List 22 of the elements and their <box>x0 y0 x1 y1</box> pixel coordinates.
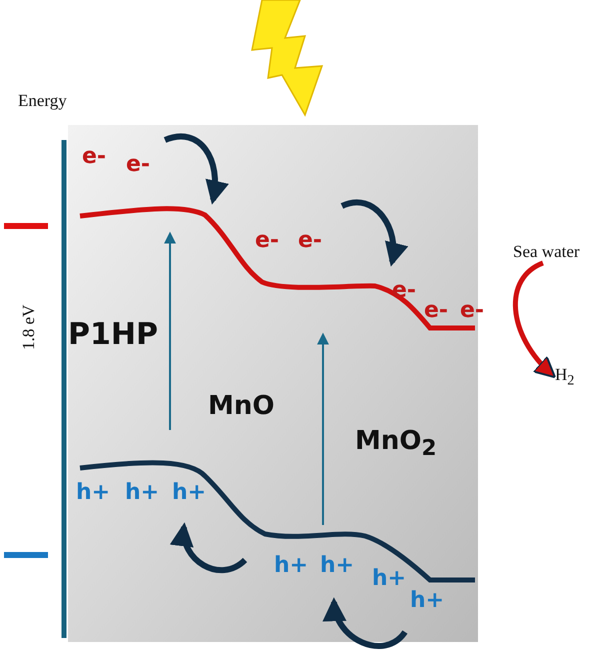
charge-label: h+ <box>172 482 206 504</box>
charge-label: h+ <box>76 482 110 504</box>
charge-label: h+ <box>410 590 444 612</box>
curved-arrow <box>513 260 556 378</box>
charge-label: h+ <box>125 482 160 504</box>
charge-label: h+ <box>372 568 406 590</box>
charge-label: e- <box>424 300 448 322</box>
charge-label: e- <box>255 230 280 252</box>
text-label: H$_{2}$ <box>555 366 574 388</box>
charge-label: e- <box>126 154 150 176</box>
text-label: Sea water <box>513 243 580 260</box>
axis-label: Energy <box>18 92 67 109</box>
charge-label: h+ <box>320 555 354 577</box>
material-label: P1HP <box>68 320 158 350</box>
charge-label: e- <box>460 300 484 322</box>
charge-label: e- <box>298 230 322 252</box>
axis-label: 1.8 eV <box>20 304 37 350</box>
material-label: MnO <box>208 393 274 419</box>
material-label: MnO$_{2}$ <box>355 428 437 460</box>
charge-label: e- <box>392 280 416 302</box>
charge-label: e- <box>82 146 106 168</box>
charge-label: h+ <box>274 555 308 577</box>
